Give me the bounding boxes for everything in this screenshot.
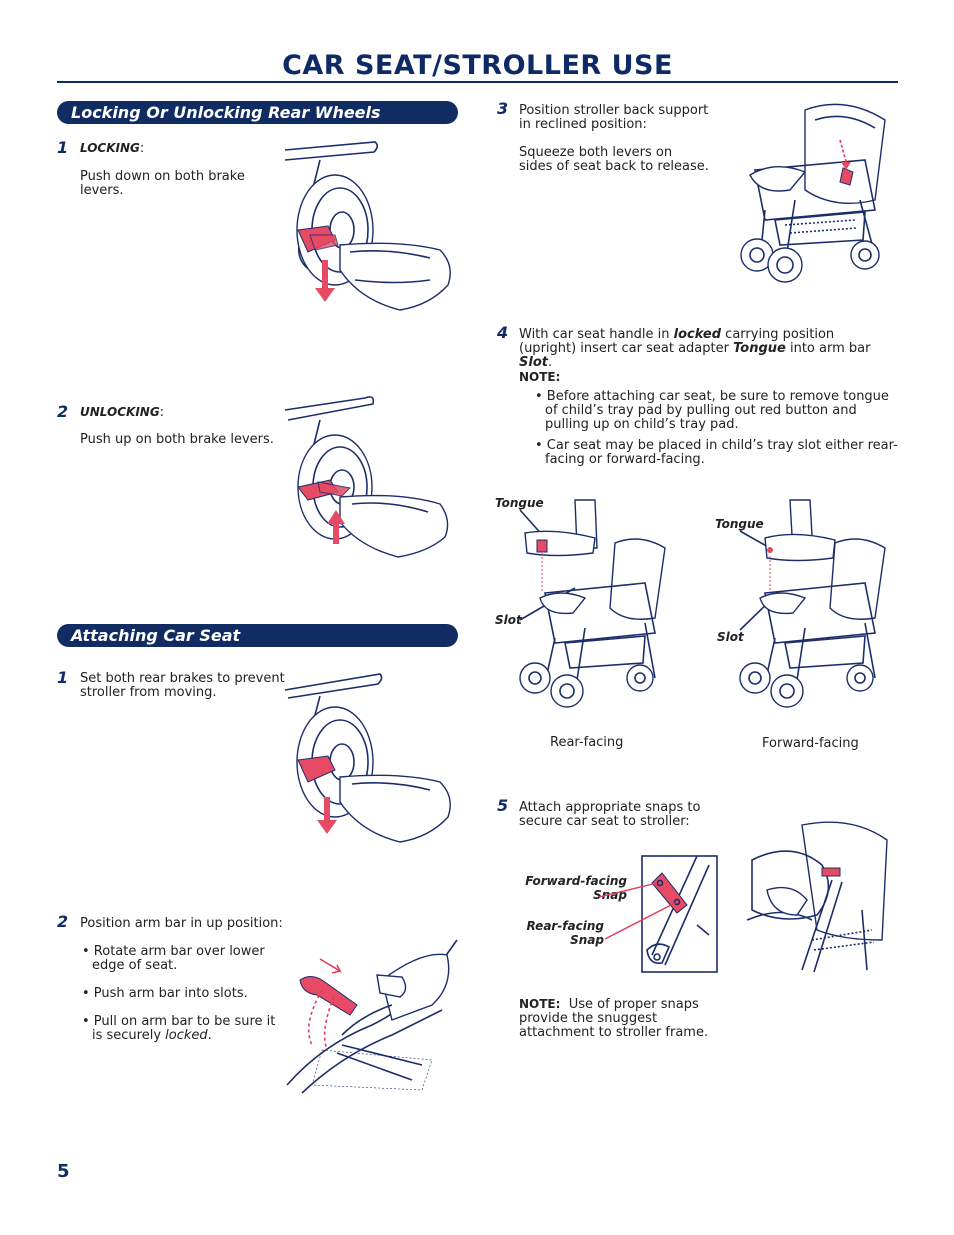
- step-number: 1: [57, 138, 69, 157]
- step5-note: NOTE: Use of proper snaps provide the sn…: [519, 997, 714, 1040]
- page-title: CAR SEAT/STROLLER USE: [282, 50, 673, 81]
- slot-label: Slot: [495, 613, 522, 627]
- rear-brake-illustration: [284, 673, 451, 843]
- slot-label: Slot: [717, 630, 744, 644]
- step-number: 3: [497, 99, 509, 118]
- page-number: 5: [57, 1161, 70, 1182]
- section-heading-attach: Attaching Car Seat: [57, 624, 458, 647]
- locked-word: locked: [165, 1028, 208, 1043]
- section-heading-rear-wheels: Locking Or Unlocking Rear Wheels: [57, 101, 458, 124]
- forward-facing-illustration: [739, 499, 886, 708]
- figure-caption: Forward-facing: [762, 736, 859, 751]
- locked-word: locked: [673, 327, 722, 342]
- step-text: Position arm bar in up position:: [80, 916, 283, 931]
- period: .: [207, 1028, 212, 1043]
- locking-label: LOCKING: [80, 141, 140, 155]
- bullet-text: • Pull on arm bar to be sure it is secur…: [82, 1014, 276, 1043]
- text-fragment: into arm bar: [785, 341, 871, 356]
- step-text: Push up on both brake levers.: [80, 432, 274, 447]
- text-fragment: carrying position (upright) insert car s…: [519, 327, 835, 356]
- step-label: UNLOCKING:: [80, 405, 165, 420]
- label-line: Rear-facing: [526, 919, 604, 933]
- figure-caption: Rear-facing: [550, 735, 624, 750]
- bullet-item: • Push arm bar into slots.: [82, 986, 248, 1001]
- note-heading: NOTE:: [519, 370, 561, 384]
- note-heading: NOTE:: [519, 997, 561, 1011]
- text-fragment: .: [547, 355, 553, 370]
- arm-bar-illustration: [286, 939, 458, 1094]
- brake-lock-illustration: [284, 141, 451, 311]
- step-label: LOCKING:: [80, 141, 145, 156]
- bullet-item: • Rotate arm bar over lower edge of seat…: [82, 944, 265, 973]
- text-fragment: With car seat handle in: [519, 327, 674, 342]
- rear-facing-illustration: [519, 499, 666, 708]
- note-item: • Car seat may be placed in child’s tray…: [535, 438, 898, 467]
- label-line: Forward-facing: [525, 874, 627, 888]
- step-text: Position stroller back support in reclin…: [519, 103, 709, 132]
- step-number: 1: [57, 668, 69, 687]
- tongue-label: Tongue: [715, 517, 764, 531]
- note-item: • Before attaching car seat, be sure to …: [535, 389, 889, 432]
- stroller-recline-illustration: [740, 103, 886, 283]
- snap-stroller-illustration: [746, 821, 888, 973]
- step-text: With car seat handle in locked carrying …: [519, 328, 889, 370]
- step-text: Squeeze both levers on sides of seat bac…: [519, 145, 709, 174]
- title-rule: [57, 81, 898, 83]
- step-number: 4: [497, 323, 509, 342]
- step-number: 2: [57, 912, 69, 931]
- bullet-item: • Pull on arm bar to be sure it is secur…: [80, 1015, 287, 1043]
- unlocking-label: UNLOCKING: [80, 405, 160, 419]
- note-text: Use of proper snaps provide the snuggest…: [519, 997, 709, 1040]
- snap-detail-illustration: [598, 855, 718, 973]
- step-text: Set both rear brakes to prevent stroller…: [80, 671, 285, 700]
- step-number: 5: [497, 796, 509, 815]
- tongue-word: Tongue: [733, 341, 786, 356]
- step-number: 2: [57, 402, 69, 421]
- step-text: Push down on both brake levers.: [80, 169, 245, 198]
- brake-unlock-illustration: [284, 396, 449, 558]
- tongue-label: Tongue: [495, 496, 544, 510]
- label-line: Snap: [570, 933, 604, 947]
- slot-word: Slot: [519, 355, 548, 370]
- step-text: Attach appropriate snaps to secure car s…: [519, 800, 701, 829]
